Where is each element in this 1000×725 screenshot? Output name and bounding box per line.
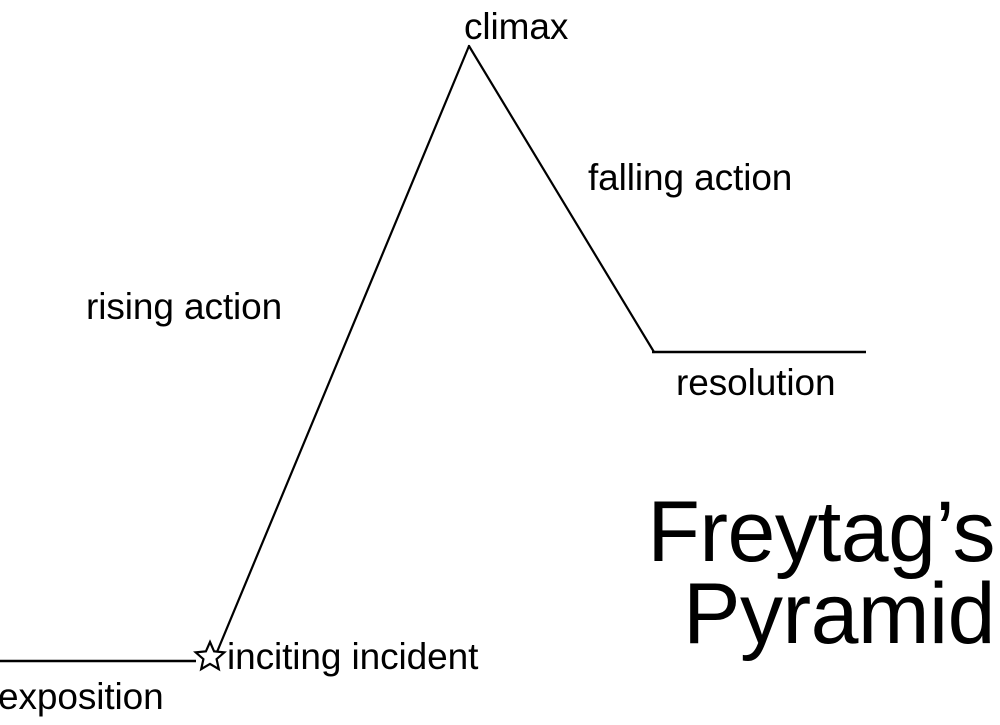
star-icon	[193, 639, 227, 672]
label-inciting-incident: inciting incident	[227, 636, 479, 677]
label-resolution: resolution	[676, 362, 836, 403]
page-title: Freytag’s Pyramid	[647, 484, 995, 662]
page-title-line-2: Pyramid	[683, 565, 995, 662]
falling-action-line	[467, 44, 656, 354]
label-exposition: exposition	[0, 676, 164, 717]
label-climax: climax	[464, 6, 569, 47]
rising-action-line	[215, 44, 471, 654]
page-title-line-1: Freytag’s	[647, 484, 995, 580]
label-rising-action: rising action	[86, 286, 283, 327]
label-falling-action: falling action	[588, 157, 793, 198]
